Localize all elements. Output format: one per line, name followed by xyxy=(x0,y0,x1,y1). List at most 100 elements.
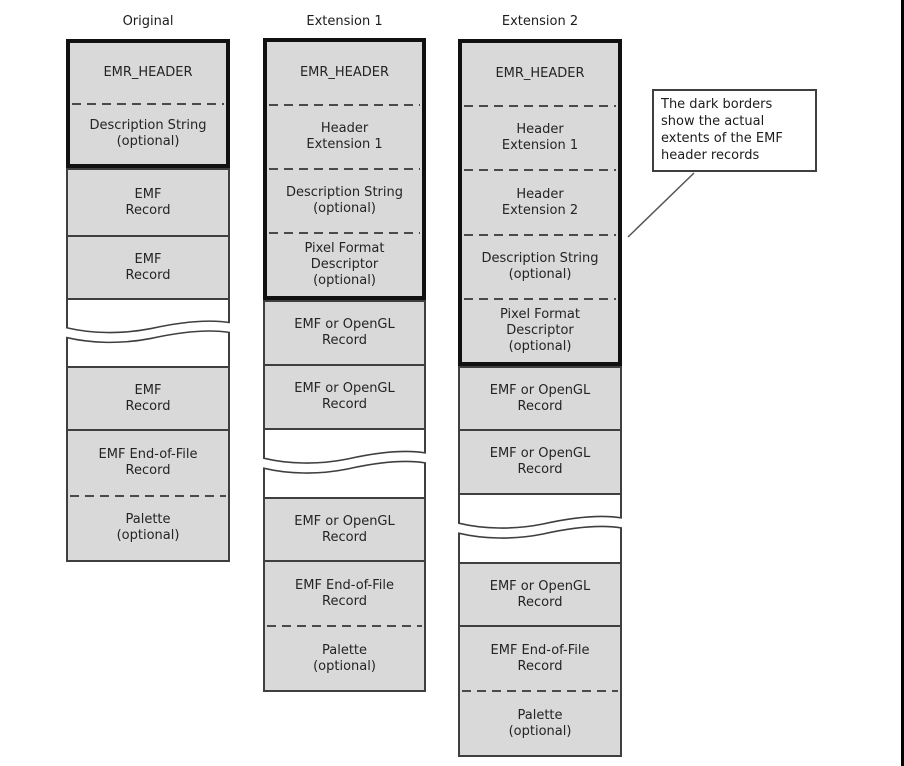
screen-edge-bar xyxy=(901,0,904,766)
segment-label: (optional) xyxy=(116,134,180,150)
dashed-divider xyxy=(269,232,420,234)
segment-label: (optional) xyxy=(313,658,376,674)
continuation-break xyxy=(66,300,230,366)
segment-label: (optional) xyxy=(508,723,572,739)
segment-emf-opengl-record: EMF or OpenGL Record xyxy=(265,499,424,560)
segment-palette: Palette (optional) xyxy=(265,627,424,690)
dashed-divider xyxy=(464,169,616,172)
dashed-divider xyxy=(462,690,618,692)
column-original: Original EMR_HEADER Description String (… xyxy=(66,0,230,766)
emf-opengl-record-box: EMF or OpenGL Record xyxy=(458,366,622,431)
segment-label: EMF End-of-File xyxy=(98,446,198,462)
segment-emr-header: EMR_HEADER xyxy=(70,43,226,103)
torn-break-graphic xyxy=(263,430,426,497)
dashed-divider xyxy=(72,102,224,105)
annotation-leader-line xyxy=(627,172,695,238)
torn-break-graphic xyxy=(66,300,230,366)
emf-opengl-record-box: EMF or OpenGL Record xyxy=(263,497,426,562)
segment-eof-record: EMF End-of-File Record xyxy=(265,562,424,625)
segment-label: EMF or OpenGL xyxy=(489,446,591,461)
segment-label: Record xyxy=(125,398,171,414)
segment-label: Record xyxy=(125,202,171,218)
segment-label: Extension 2 xyxy=(501,202,579,218)
segment-label: EMR_HEADER xyxy=(495,66,585,82)
emf-record-box: EMF Record xyxy=(66,235,230,300)
segment-label: EMF xyxy=(134,382,162,398)
segment-label: EMF or OpenGL xyxy=(294,513,395,529)
segment-emr-header: EMR_HEADER xyxy=(267,42,422,104)
emf-record-box: EMF Record xyxy=(66,168,230,237)
segment-label: Record xyxy=(517,594,563,610)
segment-label: Record xyxy=(125,267,171,283)
annotation-line: extents of the EMF xyxy=(661,131,783,146)
segment-label: EMF or OpenGL xyxy=(489,578,591,594)
segment-palette: Palette (optional) xyxy=(460,692,620,755)
segment-emf-record: EMF Record xyxy=(68,237,228,298)
segment-label: Palette xyxy=(517,707,563,723)
dashed-divider xyxy=(464,105,616,108)
segment-label: (optional) xyxy=(313,273,376,288)
segment-label: Description String xyxy=(89,118,207,134)
segment-label: EMF End-of-File xyxy=(295,577,394,593)
segment-label: EMR_HEADER xyxy=(299,65,390,80)
segment-label: (optional) xyxy=(508,338,572,354)
original-header-extent-box: EMR_HEADER Description String (optional) xyxy=(66,39,230,168)
segment-label: Extension 1 xyxy=(501,138,579,154)
segment-emf-opengl-record: EMF or OpenGL Record xyxy=(460,564,620,625)
segment-label: EMF xyxy=(134,186,162,202)
segment-emf-opengl-record: EMF or OpenGL Record xyxy=(460,431,620,493)
segment-label: Record xyxy=(322,593,367,609)
segment-label: Record xyxy=(322,529,367,545)
segment-label: Descriptor xyxy=(506,322,574,338)
segment-label: Header xyxy=(516,186,564,202)
segment-label: Header xyxy=(516,122,564,138)
annotation-callout: The dark borders show the actual extents… xyxy=(652,89,817,172)
segment-description-string: Description String (optional) xyxy=(70,105,226,165)
dashed-divider xyxy=(464,297,616,300)
segment-label: Palette xyxy=(321,642,368,658)
segment-emf-opengl-record: EMF or OpenGL Record xyxy=(460,368,620,429)
emf-record-box: EMF Record xyxy=(66,366,230,431)
dashed-divider xyxy=(464,233,616,236)
dashed-divider xyxy=(70,494,226,497)
extension1-header-extent-box: EMR_HEADER Header Extension 1 Descriptio… xyxy=(263,38,426,300)
dashed-divider xyxy=(269,168,420,170)
segment-eof-record: EMF End-of-File Record xyxy=(460,627,620,690)
dashed-divider xyxy=(269,104,420,106)
segment-emf-opengl-record: EMF or OpenGL Record xyxy=(265,302,424,364)
eof-palette-box: EMF End-of-File Record Palette (optional… xyxy=(458,625,622,757)
segment-label: Header xyxy=(320,121,369,136)
continuation-break xyxy=(458,495,622,562)
segment-label: (optional) xyxy=(508,266,572,282)
segment-label: Record xyxy=(517,462,563,477)
extension2-header-extent-box: EMR_HEADER Header Extension 1 Header Ext… xyxy=(458,39,622,366)
column-extension-2: Extension 2 EMR_HEADER Header Extension … xyxy=(458,0,622,766)
segment-label: EMF or OpenGL xyxy=(489,382,591,398)
segment-emr-header: EMR_HEADER xyxy=(462,43,618,105)
segment-header-extension-2: Header Extension 2 xyxy=(462,171,618,233)
segment-palette: Palette (optional) xyxy=(68,497,228,561)
dashed-divider xyxy=(267,625,422,627)
segment-label: (optional) xyxy=(313,201,376,216)
segment-label: Descriptor xyxy=(310,257,379,272)
segment-label: EMF xyxy=(134,251,162,267)
column-extension-2-title: Extension 2 xyxy=(501,14,579,29)
segment-label: EMF End-of-File xyxy=(490,642,590,658)
column-extension-1-title: Extension 1 xyxy=(306,14,383,29)
continuation-break xyxy=(263,430,426,497)
segment-label: Record xyxy=(517,658,563,674)
eof-palette-box: EMF End-of-File Record Palette (optional… xyxy=(263,560,426,692)
segment-label: EMF or OpenGL xyxy=(294,381,395,396)
column-original-title: Original xyxy=(122,14,174,29)
segment-label: EMR_HEADER xyxy=(103,64,193,80)
segment-header-extension-1: Header Extension 1 xyxy=(267,106,422,168)
segment-label: Record xyxy=(125,462,171,478)
segment-emf-record: EMF Record xyxy=(68,170,228,235)
eof-palette-box: EMF End-of-File Record Palette (optional… xyxy=(66,429,230,562)
segment-emf-opengl-record: EMF or OpenGL Record xyxy=(265,366,424,428)
segment-label: Pixel Format xyxy=(304,241,385,256)
segment-label: Description String xyxy=(481,250,599,266)
segment-label: Description String xyxy=(286,185,403,200)
emf-opengl-record-box: EMF or OpenGL Record xyxy=(263,300,426,366)
